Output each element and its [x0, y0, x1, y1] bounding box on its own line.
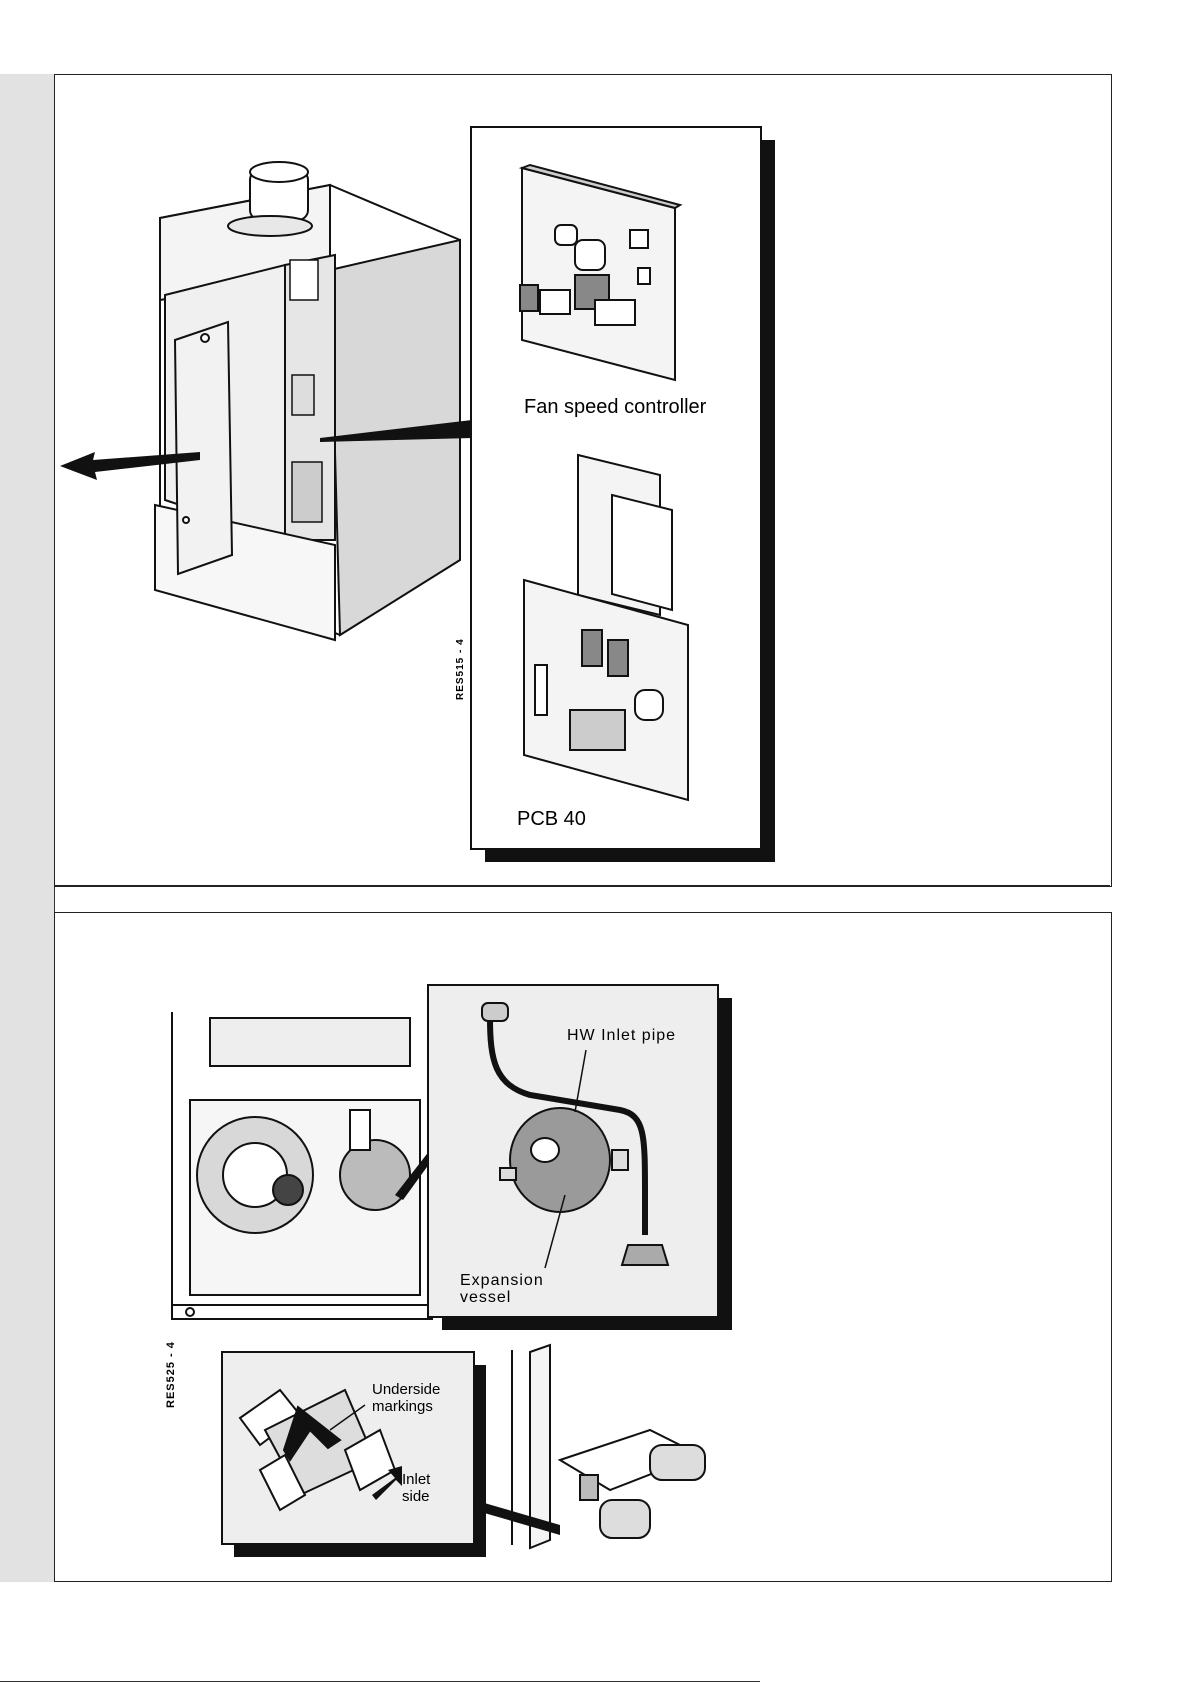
figure-reference-bottom: RES525 - 4: [165, 1341, 177, 1408]
expansion-vessel-label: Expansion vessel: [460, 1272, 544, 1306]
hw-inlet-pipe-label: HW Inlet pipe: [567, 1027, 676, 1045]
figure-reference-top: RES515 - 4: [455, 638, 466, 700]
figure-panel-bottom: [54, 912, 1112, 1582]
figure-panel-top: [54, 74, 1112, 887]
inlet-side-label: Inlet side: [402, 1471, 430, 1505]
margin-strip: [0, 74, 55, 1582]
footer-rule: [0, 1681, 760, 1682]
panel-divider: [54, 885, 1110, 886]
fan-speed-controller-label: Fan speed controller: [524, 396, 706, 419]
pcb-40-label: PCB 40: [517, 808, 586, 831]
underside-markings-label: Underside markings: [372, 1381, 440, 1415]
